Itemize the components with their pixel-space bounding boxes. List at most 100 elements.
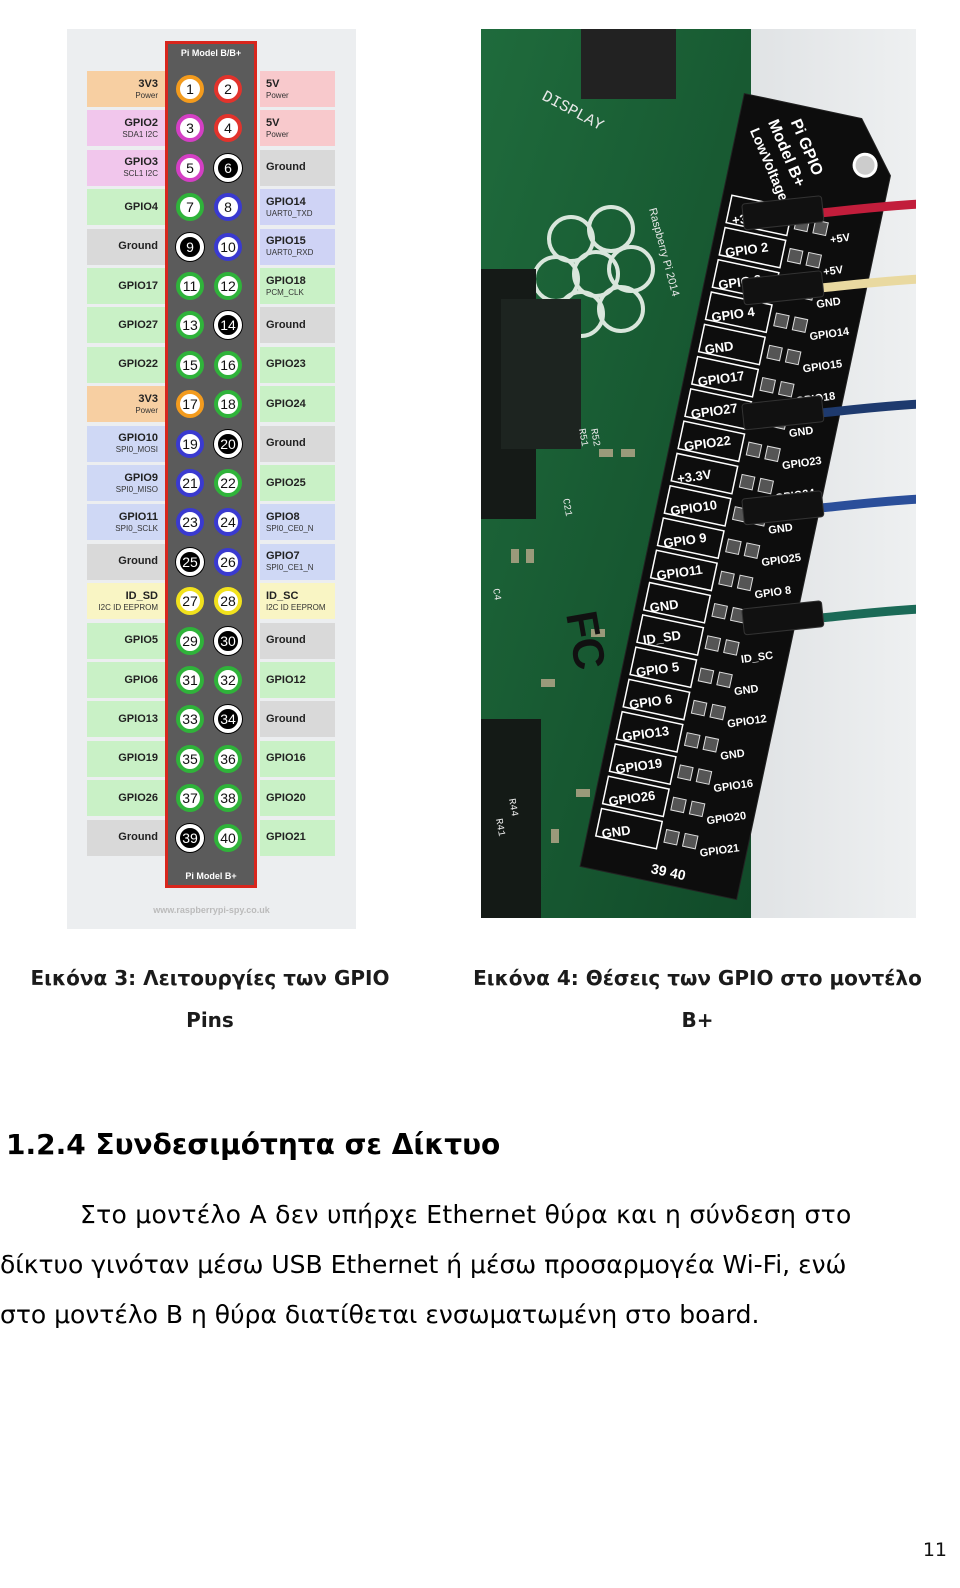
pin-a-circle: 37 — [176, 784, 204, 813]
hat-pin-box — [608, 743, 677, 786]
pin-a-circle: 25 — [176, 547, 204, 576]
hat-pin-label: GPIO15 — [802, 358, 843, 375]
pin-function: GPIO8 — [266, 510, 300, 523]
hat-pin-label: GPIO12 — [726, 713, 767, 730]
pin-subfunction: SPI0_CE1_N — [266, 563, 314, 573]
hat-pin-label: GPIO 6 — [628, 691, 673, 712]
hat-pin-label: GPIO22 — [683, 433, 732, 454]
pin-label-right: GPIO25 — [260, 465, 335, 501]
header-pin — [723, 639, 740, 656]
header-pin — [663, 828, 680, 846]
header-pin — [764, 445, 781, 463]
pin-function: 3V3 — [138, 77, 158, 90]
hat-pin-label: GPIO 9 — [662, 530, 707, 551]
header-pin — [702, 736, 720, 753]
hat-pin-label: GPIO19 — [614, 755, 663, 776]
pin-b-circle: 18 — [214, 390, 242, 419]
pin-subfunction: Power — [135, 405, 158, 415]
hat-pin-label: GND — [601, 822, 632, 841]
hat-pin-box — [718, 226, 787, 269]
pin-function: GPIO13 — [118, 712, 158, 725]
pin-a-circle: 39 — [176, 823, 204, 852]
pin-a-circle: 3 — [176, 114, 204, 143]
pin-label-right: Ground — [260, 307, 335, 344]
pin-subfunction: PCM_CLK — [266, 287, 304, 297]
hat-pin-box — [690, 355, 760, 398]
pin-function: Ground — [266, 634, 306, 647]
pin-function: GPIO20 — [266, 791, 306, 804]
figure3-caption-line2: Pins — [186, 1008, 234, 1032]
pin-label-right: Ground — [260, 622, 335, 659]
pin-function: ID_SC — [266, 589, 299, 602]
hat-pin-label: GPIO17 — [697, 368, 746, 389]
header-pin — [791, 316, 809, 333]
pin-function: GPIO9 — [124, 471, 158, 484]
pin-a-circle: 15 — [176, 350, 204, 379]
hat-pin-label: GPIO 2 — [724, 239, 769, 260]
hat-bottom-label: 39 40 — [650, 860, 688, 883]
figure4-caption: Εικόνα 4: Θέσεις των GPIO στο μοντέλο B+ — [440, 957, 955, 1041]
hat-pin-label: GPIO27 — [690, 400, 739, 421]
hat-pin-box — [642, 581, 712, 624]
hat-pin-box — [677, 420, 746, 463]
pin-function: GPIO3 — [124, 156, 158, 169]
pin-b-circle: 10 — [214, 232, 242, 261]
pin-label-right: GPIO23 — [260, 346, 335, 383]
header-pin — [681, 832, 699, 850]
hat-pin-label: GND — [649, 596, 680, 615]
pin-function: Ground — [118, 555, 158, 568]
header-pin — [711, 602, 728, 620]
figure4-caption-line2: B+ — [681, 1008, 714, 1032]
header-pin — [784, 348, 802, 366]
pin-function: GPIO7 — [266, 550, 300, 563]
pin-b-circle: 22 — [214, 469, 242, 497]
pin-label-left: GPIO26 — [87, 780, 165, 817]
display-connector — [581, 29, 676, 99]
hat-pin-label: GND — [816, 296, 842, 311]
pin-subfunction: SPI0_CE0_N — [266, 523, 314, 533]
pin-b-circle: 8 — [214, 193, 242, 222]
pin-function: GPIO25 — [266, 476, 306, 489]
pin-a-circle: 27 — [176, 587, 204, 616]
pin-function: GPIO19 — [118, 752, 158, 765]
header-pin — [773, 312, 790, 330]
pin-b-circle: 24 — [214, 508, 242, 537]
pin-function: Ground — [266, 437, 306, 450]
pin-label-left: GPIO5 — [87, 622, 165, 659]
pin-function: Ground — [118, 831, 158, 844]
pin-b-circle: 40 — [214, 823, 242, 852]
pin-b-circle: 38 — [214, 784, 242, 813]
pin-function: GPIO15 — [266, 235, 306, 248]
page-number: 11 — [922, 1539, 947, 1561]
pin-b-circle: 26 — [214, 547, 242, 576]
paragraph-line: δίκτυο γινόταν μέσω USB Ethernet ή μέσω … — [0, 1250, 847, 1279]
hat-pin-box — [656, 517, 725, 560]
hat-pin-box — [649, 549, 719, 592]
header-pin — [718, 570, 735, 588]
pin-label-left: GPIO6 — [87, 662, 165, 698]
pin-label-left: GPIO27 — [87, 307, 165, 344]
header-pin — [688, 800, 706, 818]
hat-pin-label: GPIO25 — [761, 552, 802, 569]
board-illustration: DISPLAY Raspberry Pi 2014 R52 R51 C21 C4… — [481, 29, 916, 918]
hat-pin-label: GPIO10 — [669, 497, 718, 518]
pin-function: GPIO21 — [266, 831, 306, 844]
pin-label-right: Ground — [260, 149, 335, 186]
pin-subfunction: SPI0_MOSI — [115, 445, 158, 455]
header-pin — [738, 473, 756, 491]
hat-pin-box — [663, 484, 732, 527]
hat-pin-box — [704, 291, 773, 334]
header-pin — [766, 344, 783, 362]
pin-function: GPIO27 — [118, 318, 158, 331]
pin-function: GPIO16 — [266, 752, 306, 765]
hat-pin-label: GPIO26 — [608, 788, 657, 809]
board-photo-figure: DISPLAY Raspberry Pi 2014 R52 R51 C21 C4… — [481, 29, 916, 918]
